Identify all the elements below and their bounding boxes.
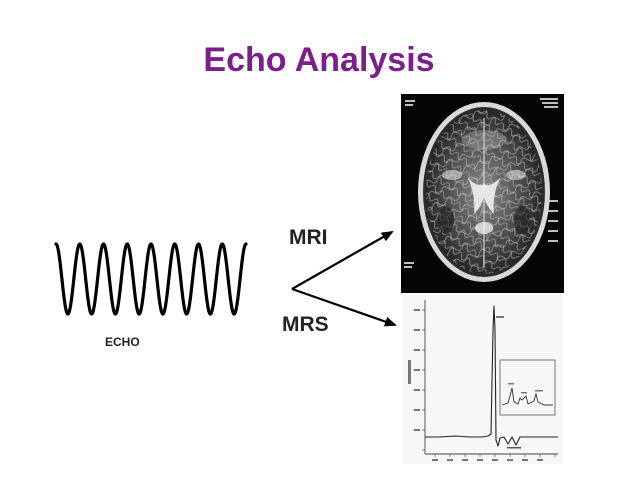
echo-waveform: [54, 242, 248, 316]
echo-label: ECHO: [105, 335, 140, 349]
mri-label: MRI: [289, 226, 328, 249]
arrow-up-right-icon: [291, 231, 394, 290]
arrow-down-right-icon: [291, 287, 397, 327]
mrs-label: MRS: [282, 313, 329, 336]
slide-title: Echo Analysis: [203, 41, 435, 79]
